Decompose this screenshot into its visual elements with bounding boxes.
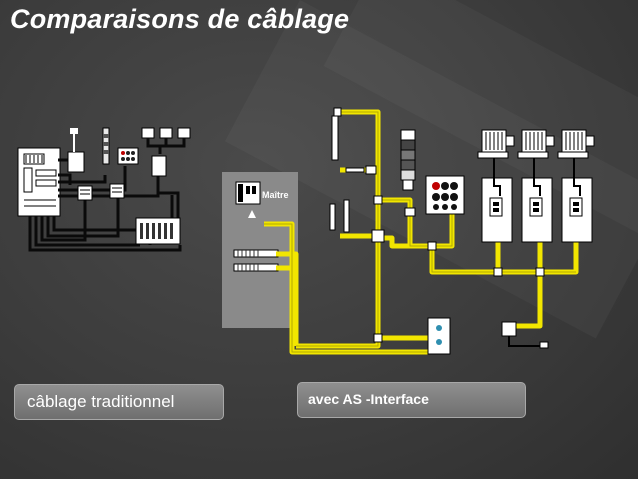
motor-starter — [151, 155, 167, 177]
as-interface-diagram: Maître — [222, 107, 595, 355]
page-title: Comparaisons de câblage — [10, 4, 350, 34]
distribution-box — [427, 317, 451, 355]
io-module — [109, 183, 125, 199]
push-button-box — [117, 147, 139, 165]
motor — [477, 129, 515, 159]
power-supply — [501, 321, 517, 337]
as-i-module — [233, 263, 279, 272]
motor — [557, 129, 595, 159]
traditional-wiring-label: câblage traditionnel — [14, 384, 224, 420]
as-i-module — [233, 249, 279, 258]
traditional-wiring-label-text: câblage traditionnel — [27, 392, 175, 411]
proximity-sensor — [329, 115, 365, 233]
motor — [517, 129, 555, 159]
signal-tower — [400, 129, 416, 191]
push-button-station — [425, 175, 465, 215]
motor — [141, 127, 191, 139]
io-module — [77, 185, 93, 201]
as-interface-label-text: avec AS -Interface — [308, 391, 429, 407]
limit-switch — [67, 151, 85, 173]
traditional-wiring-diagram — [17, 127, 191, 252]
master-label: Maître — [262, 190, 289, 200]
as-interface-label: avec AS -Interface — [297, 382, 526, 418]
